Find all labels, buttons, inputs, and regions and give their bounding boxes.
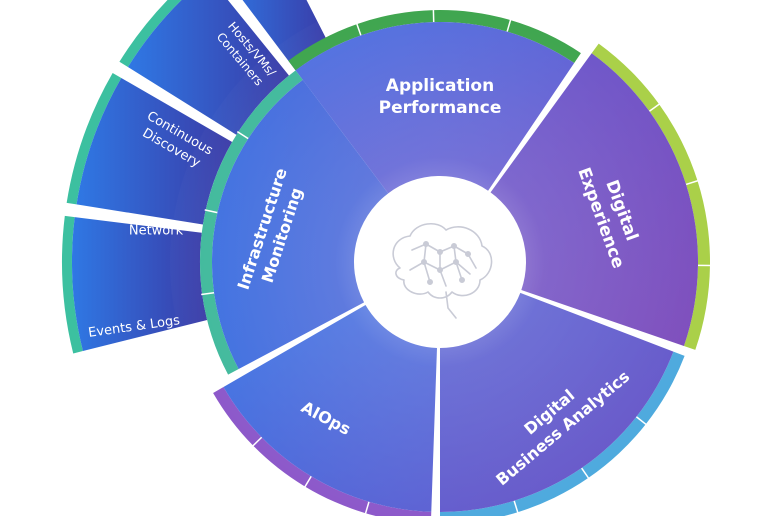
subitem-network-label-line: Network <box>129 224 184 239</box>
subitem-network-label: Network <box>129 224 184 239</box>
segment-application-performance-label-line: Application <box>386 76 494 96</box>
subitem-events-logs-band <box>62 215 83 354</box>
subitem-network-band <box>66 73 122 205</box>
segment-application-performance-label-line: Performance <box>379 98 502 118</box>
brain-network-icon <box>392 223 493 319</box>
center-hub <box>360 182 520 342</box>
subitem-continuous-discovery-band <box>119 0 182 67</box>
